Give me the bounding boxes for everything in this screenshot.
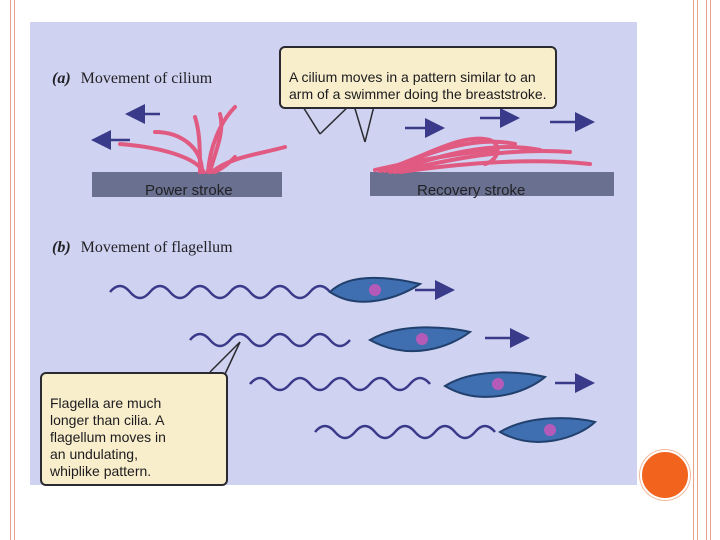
cell-nuclei (369, 284, 556, 436)
flagellum-arrows (415, 280, 595, 393)
recovery-stroke-surface (370, 172, 614, 196)
recovery-stroke-cilia (373, 136, 592, 174)
frame-line-3 (693, 0, 694, 540)
panel-a-heading: (a) Movement of cilium (52, 70, 212, 88)
panel-a-title: Movement of cilium (80, 70, 213, 87)
callout-b-pointer (209, 341, 241, 375)
panel-b-title: Movement of flagellum (80, 239, 233, 256)
panel-a-letter: (a) (52, 70, 71, 87)
orange-accent-dot (640, 450, 690, 500)
frame-line-2 (14, 0, 15, 540)
power-stroke-label: Power stroke (145, 182, 233, 199)
recovery-stroke-arrows (405, 108, 595, 138)
callout-b: Flagella are much longer than cilia. A f… (40, 372, 228, 486)
power-stroke-cilia (118, 105, 287, 174)
callout-a: A cilium moves in a pattern similar to a… (279, 46, 557, 109)
cilium-flagellum-figure: (a) Movement of cilium A cilium moves in… (30, 22, 637, 486)
panel-b-heading: (b) Movement of flagellum (52, 239, 233, 257)
frame-line-4 (697, 0, 698, 540)
recovery-stroke-label: Recovery stroke (417, 182, 526, 199)
frame-line-6 (710, 0, 711, 540)
flagella-tails (109, 284, 496, 440)
panel-b-letter: (b) (52, 239, 71, 256)
power-stroke-arrows (91, 104, 160, 150)
callout-b-text: Flagella are much longer than cilia. A f… (50, 395, 166, 479)
frame-line-5 (706, 0, 707, 540)
power-stroke-surface (92, 172, 282, 197)
callout-a-text: A cilium moves in a pattern similar to a… (289, 69, 547, 102)
frame-line-1 (10, 0, 11, 540)
